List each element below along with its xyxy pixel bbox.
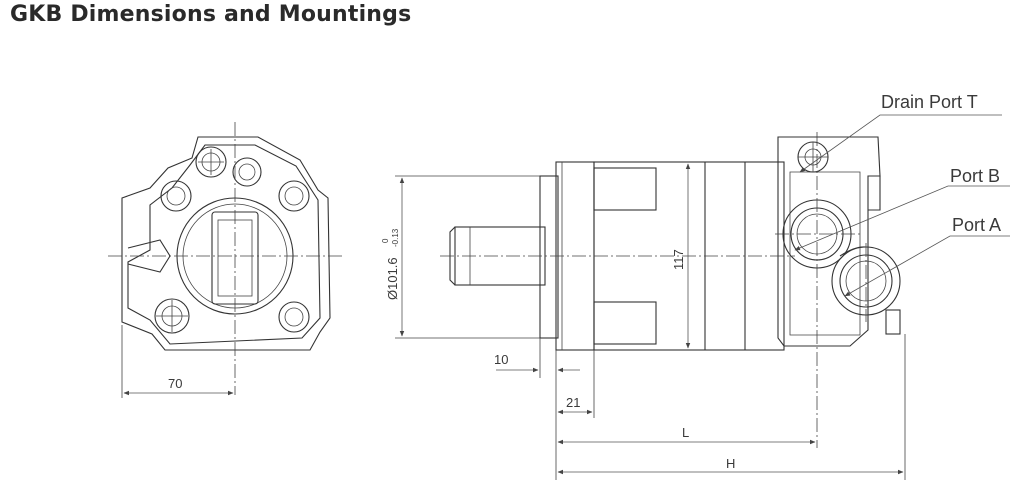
port-b-label: Port B xyxy=(950,166,1000,186)
dimension-H: H xyxy=(726,456,735,471)
front-view xyxy=(108,122,345,398)
port-a-label: Port A xyxy=(952,215,1001,235)
drain-port-label: Drain Port T xyxy=(881,92,978,112)
bolt-lower-right xyxy=(278,301,310,333)
dimension-21: 21 xyxy=(566,395,580,410)
tolerance-lower: -0.13 xyxy=(391,228,400,247)
tolerance-upper: 0 xyxy=(381,238,390,243)
page-title: GKB Dimensions and Mountings xyxy=(10,2,412,27)
bolt-top-left xyxy=(195,146,227,178)
dimension-L: L xyxy=(682,425,689,440)
bolt-top-right xyxy=(232,157,262,187)
side-view xyxy=(395,132,906,480)
dimension-pilot-diameter: Ø101.6 xyxy=(385,257,400,300)
dimension-10: 10 xyxy=(494,352,508,367)
bolt-upper-right xyxy=(278,180,310,212)
dimension-117: 117 xyxy=(671,249,686,270)
bolt-lower-left xyxy=(154,298,190,334)
bolt-upper-left xyxy=(160,180,192,212)
dimension-70: 70 xyxy=(168,376,182,391)
callout-leaders xyxy=(794,114,1010,297)
